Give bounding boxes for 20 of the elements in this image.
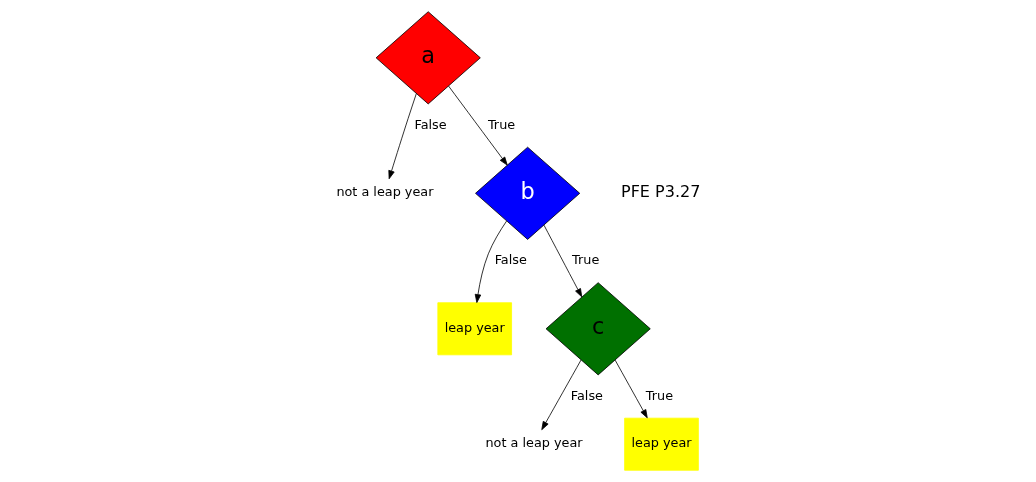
node-box: leap year: [437, 302, 512, 356]
node-diamond: b: [475, 146, 581, 240]
edge-label: True: [487, 116, 516, 132]
arrow: [388, 93, 417, 180]
arrow: [614, 359, 648, 419]
edge-label: False: [494, 252, 527, 268]
node-text: not a leap year: [336, 184, 434, 200]
node-diamond: c: [545, 282, 651, 376]
arrow: [474, 220, 507, 303]
arrow: [448, 85, 508, 166]
edge-label: True: [645, 387, 674, 403]
arrow: [541, 359, 582, 431]
node-text: not a leap year: [485, 435, 583, 451]
edge-label: False: [414, 116, 447, 132]
node-box: leap year: [624, 417, 699, 471]
label: PFE P3.27: [620, 182, 701, 202]
node-diamond: a: [375, 11, 481, 105]
arrow: [543, 224, 583, 298]
edge-label: True: [572, 252, 600, 268]
edge-label: False: [570, 387, 603, 403]
